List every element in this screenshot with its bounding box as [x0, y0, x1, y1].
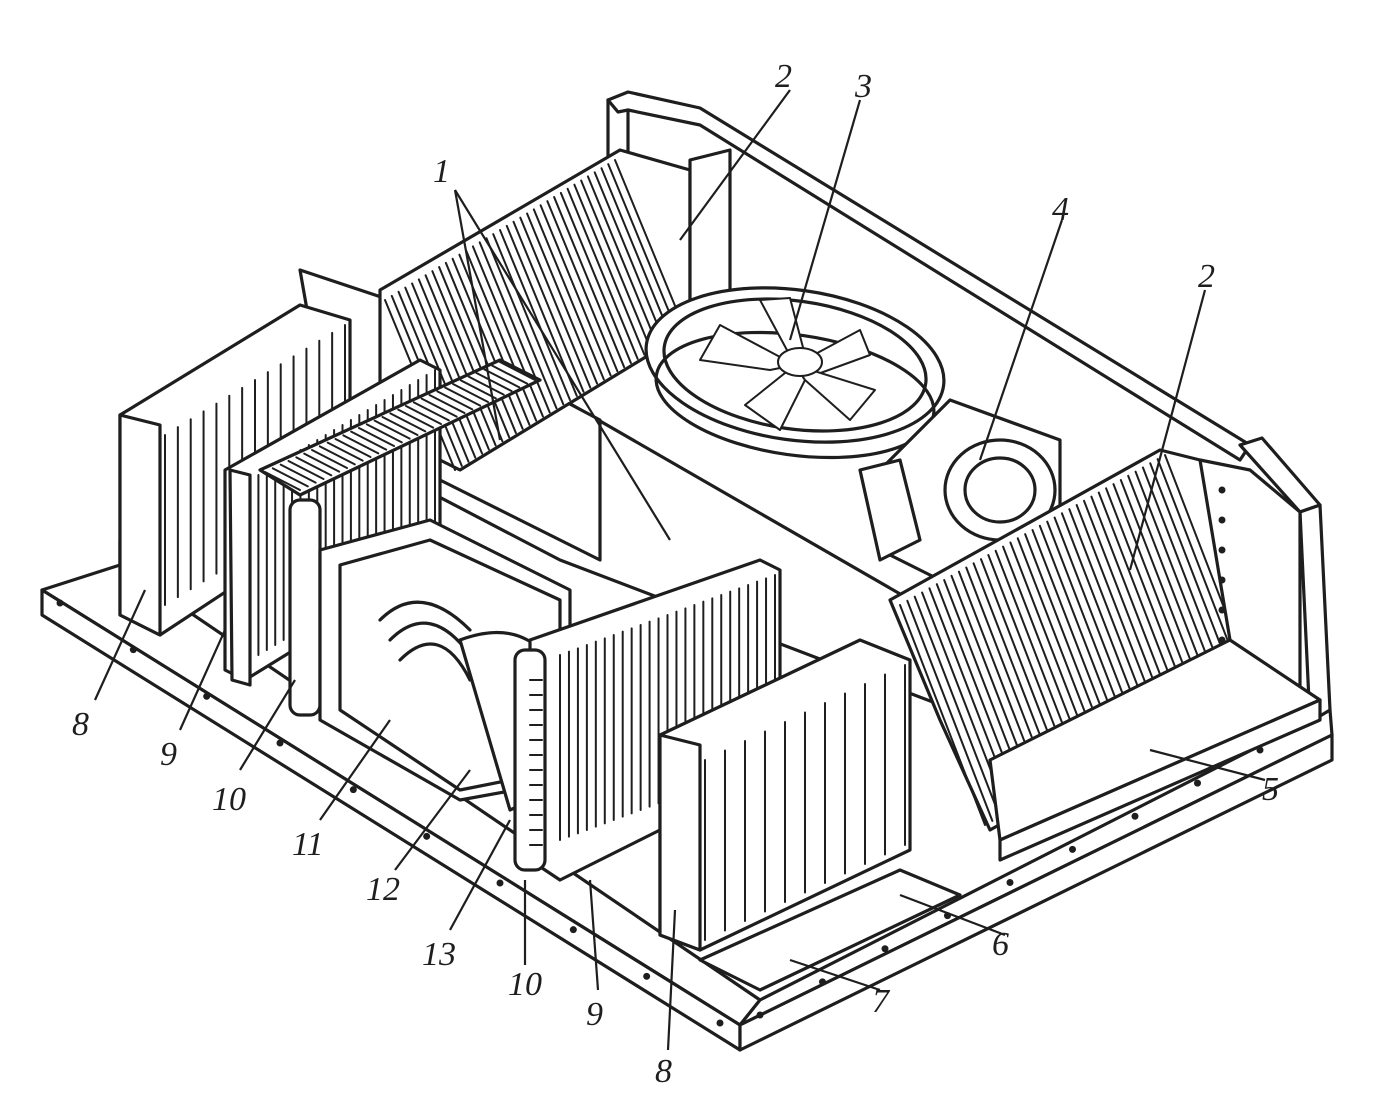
callout-8a: 8	[72, 706, 89, 743]
callout-10a: 10	[212, 781, 246, 818]
exchanger-left-upper	[258, 358, 542, 717]
filter-front	[658, 638, 912, 952]
callout-10b: 10	[508, 966, 542, 1003]
base-frame	[40, 538, 1334, 1052]
tray-5	[988, 638, 1322, 862]
callout-4: 4	[1052, 191, 1069, 228]
callout-2a: 2	[775, 58, 792, 95]
callout-7: 7	[872, 983, 891, 1020]
tray-6-7	[698, 868, 962, 992]
callout-3: 3	[854, 68, 872, 105]
callout-2b: 2	[1198, 258, 1215, 295]
callout-11: 11	[292, 826, 323, 863]
callout-13: 13	[422, 936, 456, 973]
callout-6: 6	[992, 926, 1009, 963]
leader-lines	[93, 89, 1266, 1051]
callout-9b: 9	[586, 996, 603, 1033]
callout-9a: 9	[160, 736, 177, 773]
callout-labels: 1 2 2 3 4 5 6 7 8 8 9 9 10 10 11 12 13	[72, 58, 1279, 1090]
fan-blades-icon	[699, 297, 876, 431]
callout-1: 1	[433, 153, 450, 190]
callout-8b: 8	[655, 1053, 672, 1090]
callout-12: 12	[366, 871, 400, 908]
callout-5: 5	[1262, 771, 1279, 808]
